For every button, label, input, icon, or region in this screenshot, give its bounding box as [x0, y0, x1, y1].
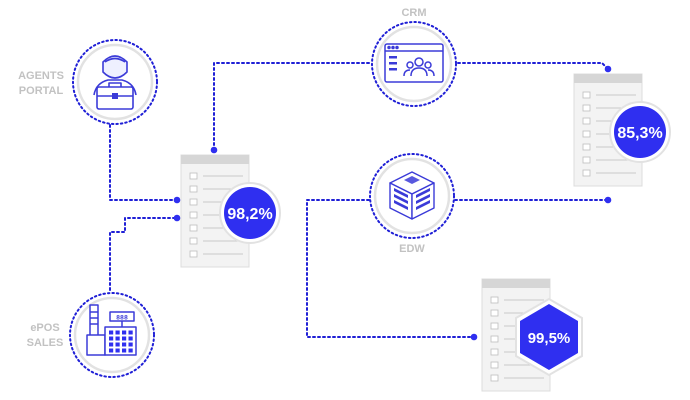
edw-score-badge: 99,5% — [515, 297, 583, 377]
keypad-key — [128, 342, 133, 347]
keypad-key — [122, 348, 127, 353]
source-agents-portal: AGENTS PORTAL — [18, 39, 158, 125]
crm-label: CRM — [401, 7, 426, 19]
agent-briefcase-icon — [93, 55, 137, 110]
epos-label-line2: SALES — [27, 337, 64, 349]
source-crm: CRM — [371, 7, 457, 107]
connector-agents-to-main — [109, 124, 178, 201]
main-score-value: 98,2% — [227, 206, 272, 223]
keypad-key — [128, 330, 133, 335]
connector-dot — [173, 214, 181, 222]
connector-edw-to-edw-doc — [306, 199, 475, 338]
keypad-key — [122, 342, 127, 347]
source-edw: EDW — [369, 153, 455, 255]
main-score-badge: 98,2% — [219, 182, 281, 244]
keypad-key — [128, 348, 133, 353]
keypad-key — [115, 330, 120, 335]
connector-dot — [210, 146, 218, 154]
keypad-key — [109, 342, 114, 347]
keypad-key — [115, 342, 120, 347]
keypad-key — [115, 336, 120, 341]
agents-portal-label-line2: PORTAL — [19, 85, 64, 97]
crm-score-badge: 85,3% — [609, 101, 671, 163]
connector-dots — [173, 65, 612, 341]
connector-dot — [604, 65, 612, 73]
connectors — [109, 62, 609, 338]
source-epos-sales: 888 ePOS SALES — [27, 292, 155, 378]
agents-portal-label-line1: AGENTS — [18, 70, 64, 82]
data-warehouse-cube-icon — [389, 171, 435, 220]
epos-label-line1: ePOS — [30, 322, 59, 334]
keypad-keys — [109, 330, 133, 353]
edw-label: EDW — [399, 243, 425, 255]
connector-dot — [173, 196, 181, 204]
keypad-key — [122, 330, 127, 335]
edw-score-value: 99,5% — [528, 330, 571, 347]
connector-crm-to-crm-doc — [457, 62, 609, 70]
keypad-key — [128, 336, 133, 341]
crm-score-value: 85,3% — [617, 125, 662, 142]
keypad-key — [109, 330, 114, 335]
connector-epos-to-main — [109, 217, 178, 291]
connector-main-to-crm — [213, 62, 373, 151]
register-display: 888 — [116, 315, 128, 322]
keypad-key — [109, 336, 114, 341]
crm-team-screen-icon — [384, 43, 444, 83]
connector-dot — [604, 196, 612, 204]
keypad-key — [109, 348, 114, 353]
keypad-key — [115, 348, 120, 353]
keypad-key — [122, 336, 127, 341]
cash-register-icon — [86, 304, 137, 356]
connector-dot — [470, 333, 478, 341]
